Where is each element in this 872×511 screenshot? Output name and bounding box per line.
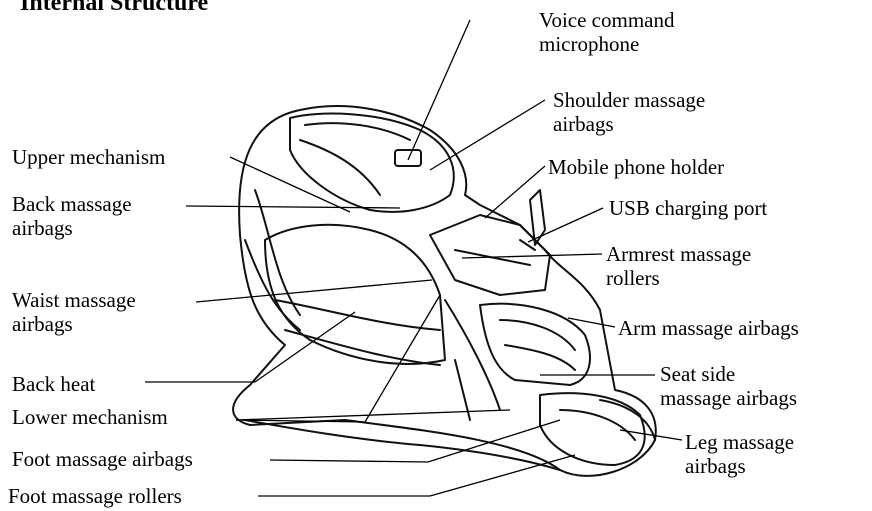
leader-usb — [528, 208, 603, 242]
headrest-outline — [290, 114, 454, 212]
label-back-heat: Back heat — [12, 372, 95, 396]
label-upper-mechanism: Upper mechanism — [12, 145, 165, 169]
leader-phone — [485, 166, 545, 218]
leader-foot-airbags — [270, 460, 428, 462]
label-mobile-phone-holder: Mobile phone holder — [548, 155, 724, 179]
leader-upper — [230, 157, 350, 212]
label-usb-port: USB charging port — [609, 196, 767, 220]
leg-rest — [540, 393, 645, 465]
leader-back-airbags — [186, 206, 400, 208]
leader-shoulder — [430, 100, 545, 170]
arm-airbag-shape — [480, 304, 590, 385]
back-cushion — [265, 225, 445, 364]
label-lower-mechanism: Lower mechanism — [12, 405, 168, 429]
label-arm-airbags: Arm massage airbags — [618, 316, 799, 340]
label-foot-airbags: Foot massage airbags — [12, 447, 193, 471]
leader-waist — [196, 280, 432, 302]
label-foot-rollers: Foot massage rollers — [8, 484, 182, 508]
leader-voice — [408, 20, 470, 160]
